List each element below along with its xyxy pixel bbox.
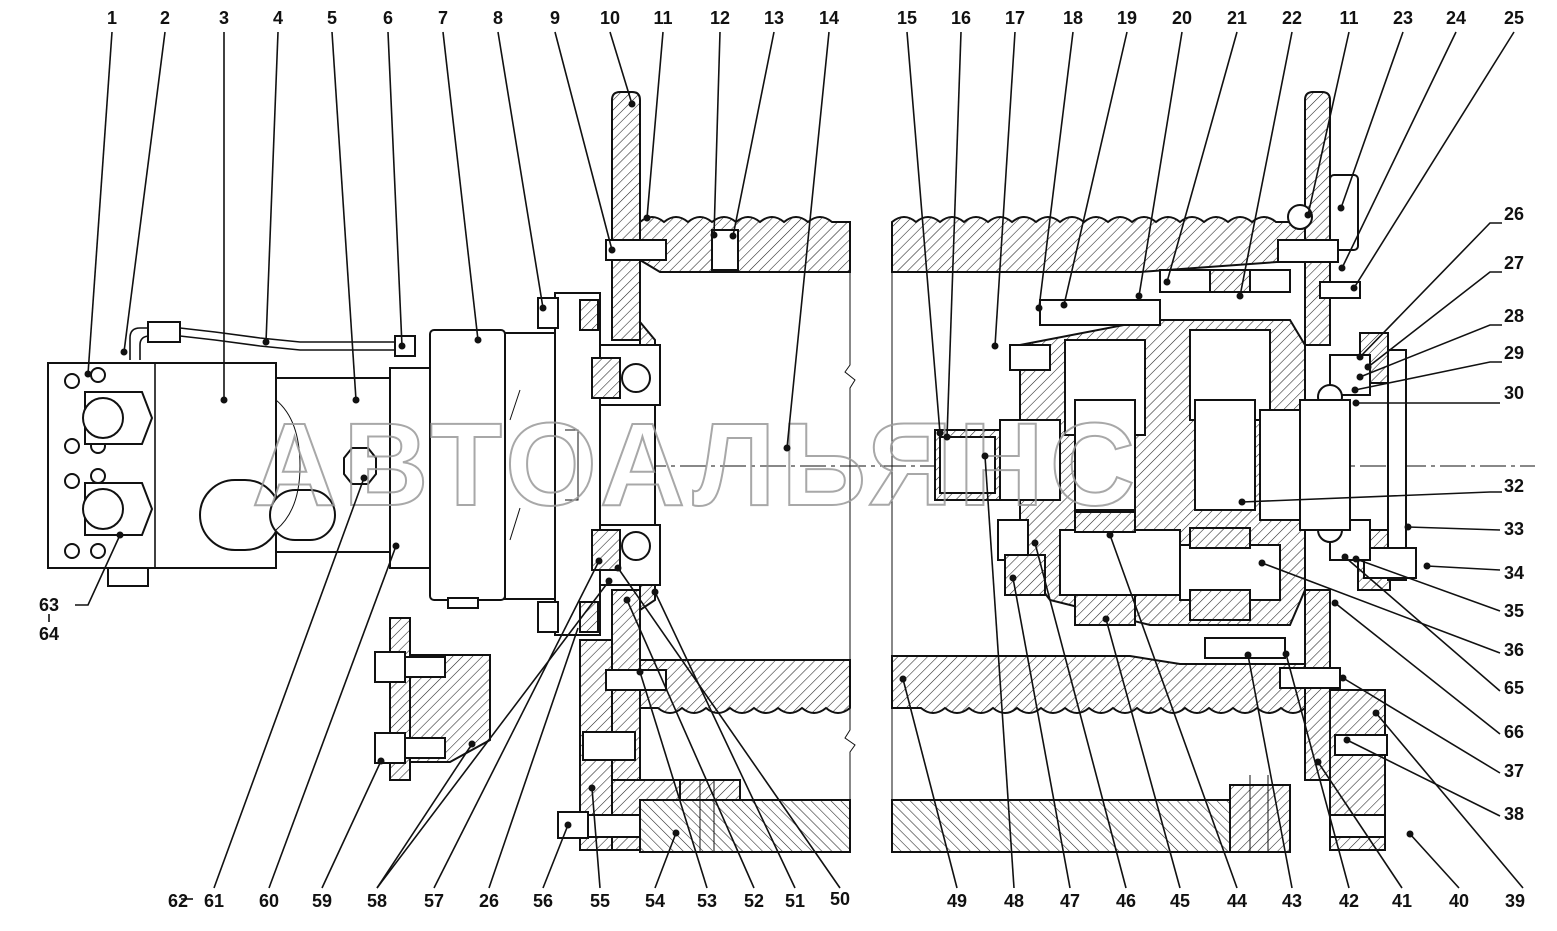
- callout-label-8: 8: [493, 8, 503, 28]
- callout-label-66: 66: [1504, 722, 1524, 742]
- callout-label-33: 33: [1504, 519, 1524, 539]
- callout-label-50: 50: [830, 889, 850, 909]
- callout-label-13: 13: [764, 8, 784, 28]
- callout-label-48: 48: [1004, 891, 1024, 911]
- callout-label-16: 16: [951, 8, 971, 28]
- callout-label-46: 46: [1116, 891, 1136, 911]
- callout-label-57: 57: [424, 891, 444, 911]
- callout-label-11: 11: [653, 8, 672, 28]
- callout-label-19: 19: [1117, 8, 1137, 28]
- callout-label-42: 42: [1339, 891, 1359, 911]
- hydraulic-motor: [47, 362, 431, 587]
- callout-label-9: 9: [550, 8, 560, 28]
- callout-label-59: 59: [312, 891, 332, 911]
- callout-label-26: 26: [479, 891, 499, 911]
- callout-label-44: 44: [1227, 891, 1247, 911]
- callout-label-63: 63: [39, 595, 59, 615]
- callout-label-27: 27: [1504, 253, 1524, 273]
- fastening-detail-inset: [374, 617, 491, 781]
- callout-label-5: 5: [327, 8, 337, 28]
- callout-label-51: 51: [785, 891, 805, 911]
- callout-label-61: 61: [204, 891, 224, 911]
- callout-label-10: 10: [600, 8, 620, 28]
- callout-label-2: 2: [160, 8, 170, 28]
- callout-label-6: 6: [383, 8, 393, 28]
- callout-label-1: 1: [107, 8, 117, 28]
- callout-label-28: 28: [1504, 306, 1524, 326]
- callout-label-20: 20: [1172, 8, 1192, 28]
- leader-dots: [84, 100, 1431, 838]
- callouts-right: 26 27 28 29 30 32 33 34 35 36 65 66 37 38: [1504, 204, 1524, 824]
- watermark: АВТОАЛЬЯНС: [252, 399, 1141, 531]
- callout-label-32: 32: [1504, 476, 1524, 496]
- callout-label-65: 65: [1504, 678, 1524, 698]
- callout-label-18: 18: [1063, 8, 1083, 28]
- callout-label-17: 17: [1005, 8, 1025, 28]
- callout-label-21: 21: [1227, 8, 1247, 28]
- callout-label-49: 49: [947, 891, 967, 911]
- callout-label-58: 58: [367, 891, 387, 911]
- callout-label-4: 4: [273, 8, 283, 28]
- hydraulic-pipe: [129, 321, 416, 360]
- callout-label-7: 7: [438, 8, 448, 28]
- callout-label-26: 26: [1504, 204, 1524, 224]
- callout-label-55: 55: [590, 891, 610, 911]
- callout-label-56: 56: [533, 891, 553, 911]
- callout-label-53: 53: [697, 891, 717, 911]
- callout-label-47: 47: [1060, 891, 1080, 911]
- callout-label-64: 64: [39, 624, 59, 644]
- callout-label-54: 54: [645, 891, 665, 911]
- callout-label-25: 25: [1504, 8, 1524, 28]
- callout-label-3: 3: [219, 8, 229, 28]
- callout-label-41: 41: [1392, 891, 1412, 911]
- callout-label-62: 62: [168, 891, 188, 911]
- callout-label-22: 22: [1282, 8, 1302, 28]
- callouts-bottom: 62 61 60 59 58 57 26 56 55 54 53 52 51 50 49 48 47 46 45 44…: [168, 889, 1525, 911]
- callout-label-29: 29: [1504, 343, 1524, 363]
- callout-label-35: 35: [1504, 601, 1524, 621]
- callout-label-52: 52: [744, 891, 764, 911]
- cross-section-drawing: [47, 91, 1535, 853]
- callout-label-60: 60: [259, 891, 279, 911]
- leader-lines: [48, 31, 1524, 900]
- brake-housing: [429, 292, 601, 636]
- callout-label-40: 40: [1449, 891, 1469, 911]
- break-line-left: [844, 222, 856, 852]
- callout-label-34: 34: [1504, 563, 1524, 583]
- callout-label-30: 30: [1504, 383, 1524, 403]
- callout-label-39: 39: [1505, 891, 1525, 911]
- callout-label-14: 14: [819, 8, 839, 28]
- callout-label-37: 37: [1504, 761, 1524, 781]
- callout-label-43: 43: [1282, 891, 1302, 911]
- callout-label-12: 12: [710, 8, 730, 28]
- drum-right-section: [891, 216, 1306, 853]
- callout-label-15: 15: [897, 8, 917, 28]
- callout-label-38: 38: [1504, 804, 1524, 824]
- callout-label-23: 23: [1393, 8, 1413, 28]
- callout-label-24: 24: [1446, 8, 1466, 28]
- drum-left-section: [591, 216, 851, 853]
- callout-label-11: 11: [1339, 8, 1358, 28]
- callout-label-45: 45: [1170, 891, 1190, 911]
- callout-label-36: 36: [1504, 640, 1524, 660]
- planetary-gear-group: [934, 269, 1351, 659]
